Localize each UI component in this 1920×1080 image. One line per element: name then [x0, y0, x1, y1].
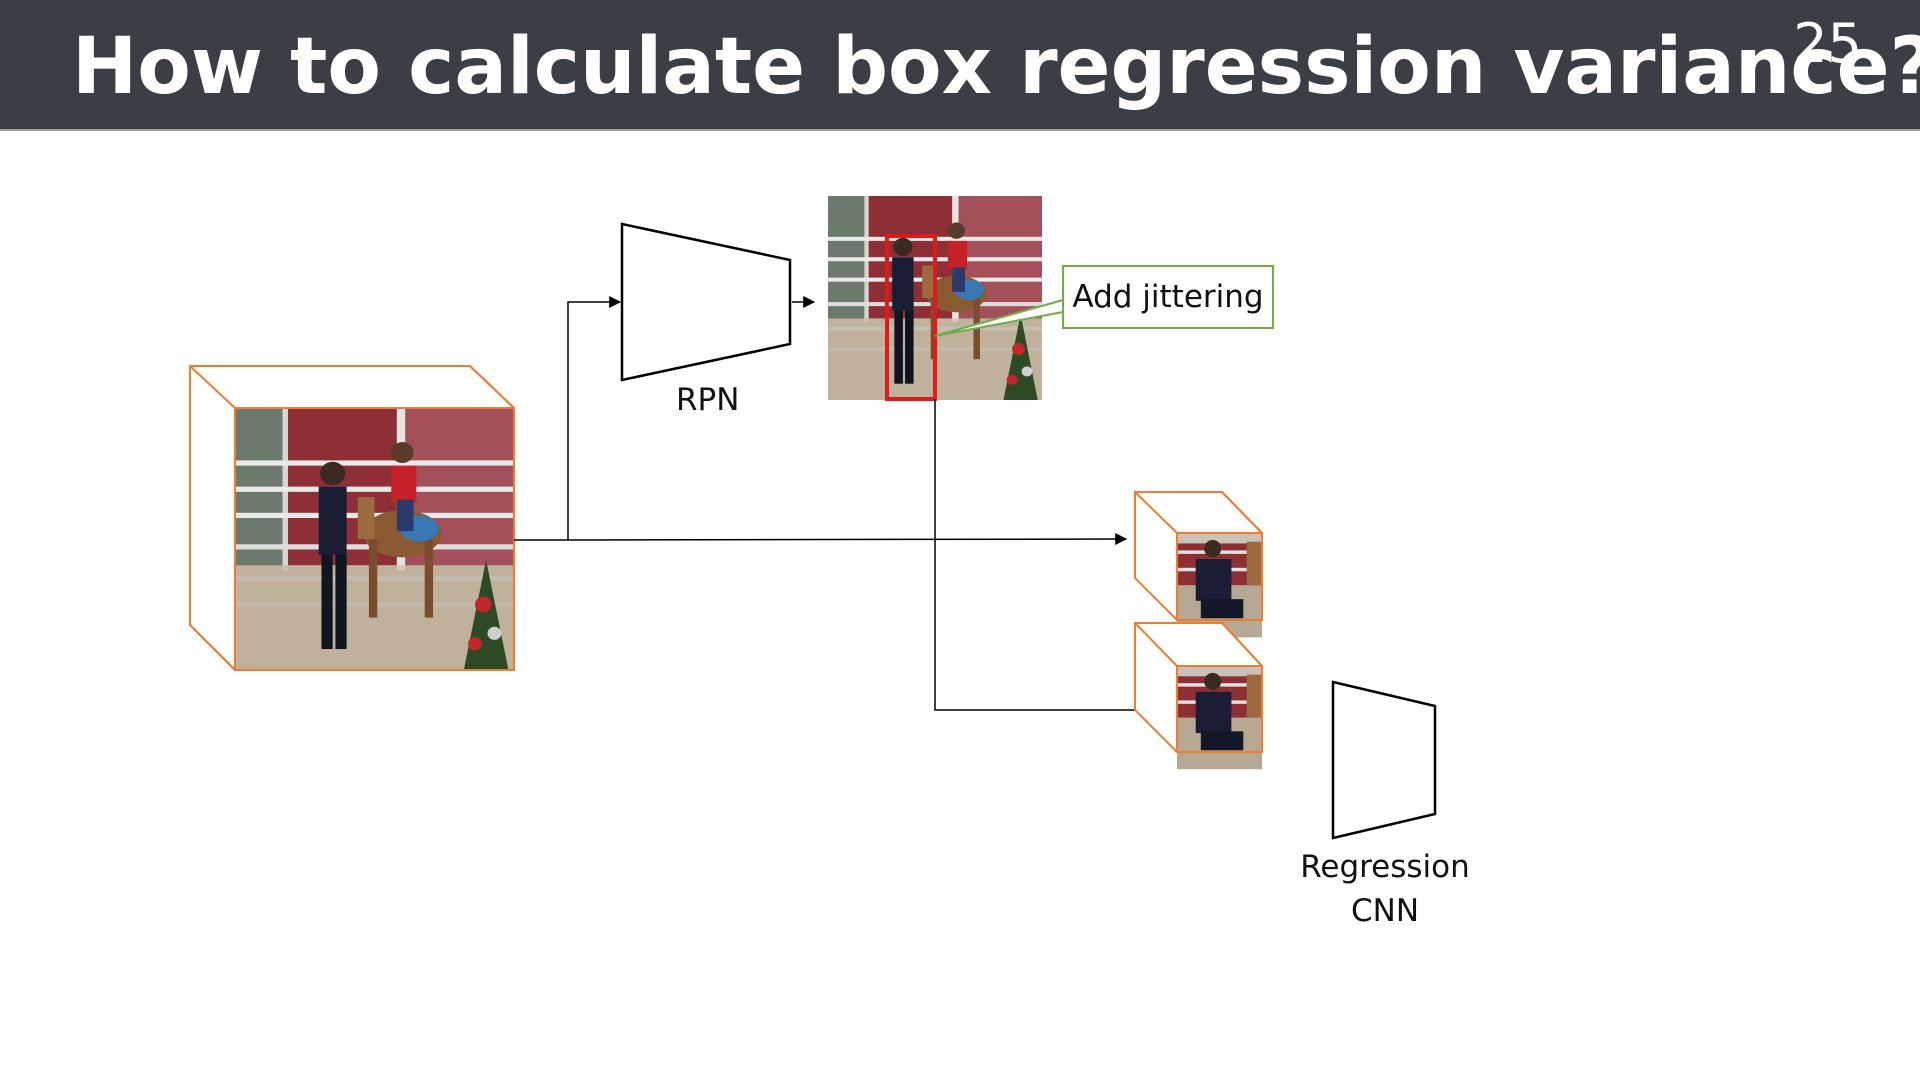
roi-crop-cube-2	[1135, 623, 1262, 769]
rpn-block	[622, 224, 790, 380]
input-image-cube	[190, 366, 514, 670]
arrow-to-crop-1	[568, 539, 1126, 540]
arrow-to-rpn	[568, 302, 620, 540]
rpn-label: RPN	[676, 382, 739, 418]
jittering-callout: Add jittering	[1062, 265, 1274, 329]
callout-text: Add jittering	[1072, 279, 1263, 315]
roi-crop-cube-1	[1135, 492, 1262, 637]
detection-image	[828, 196, 1042, 400]
regression-cnn-block	[1333, 682, 1435, 838]
regression-label-line2: CNN	[1290, 889, 1480, 933]
regression-cnn-label: Regression CNN	[1290, 845, 1480, 933]
regression-label-line1: Regression	[1290, 845, 1480, 889]
input-photo	[235, 408, 514, 670]
